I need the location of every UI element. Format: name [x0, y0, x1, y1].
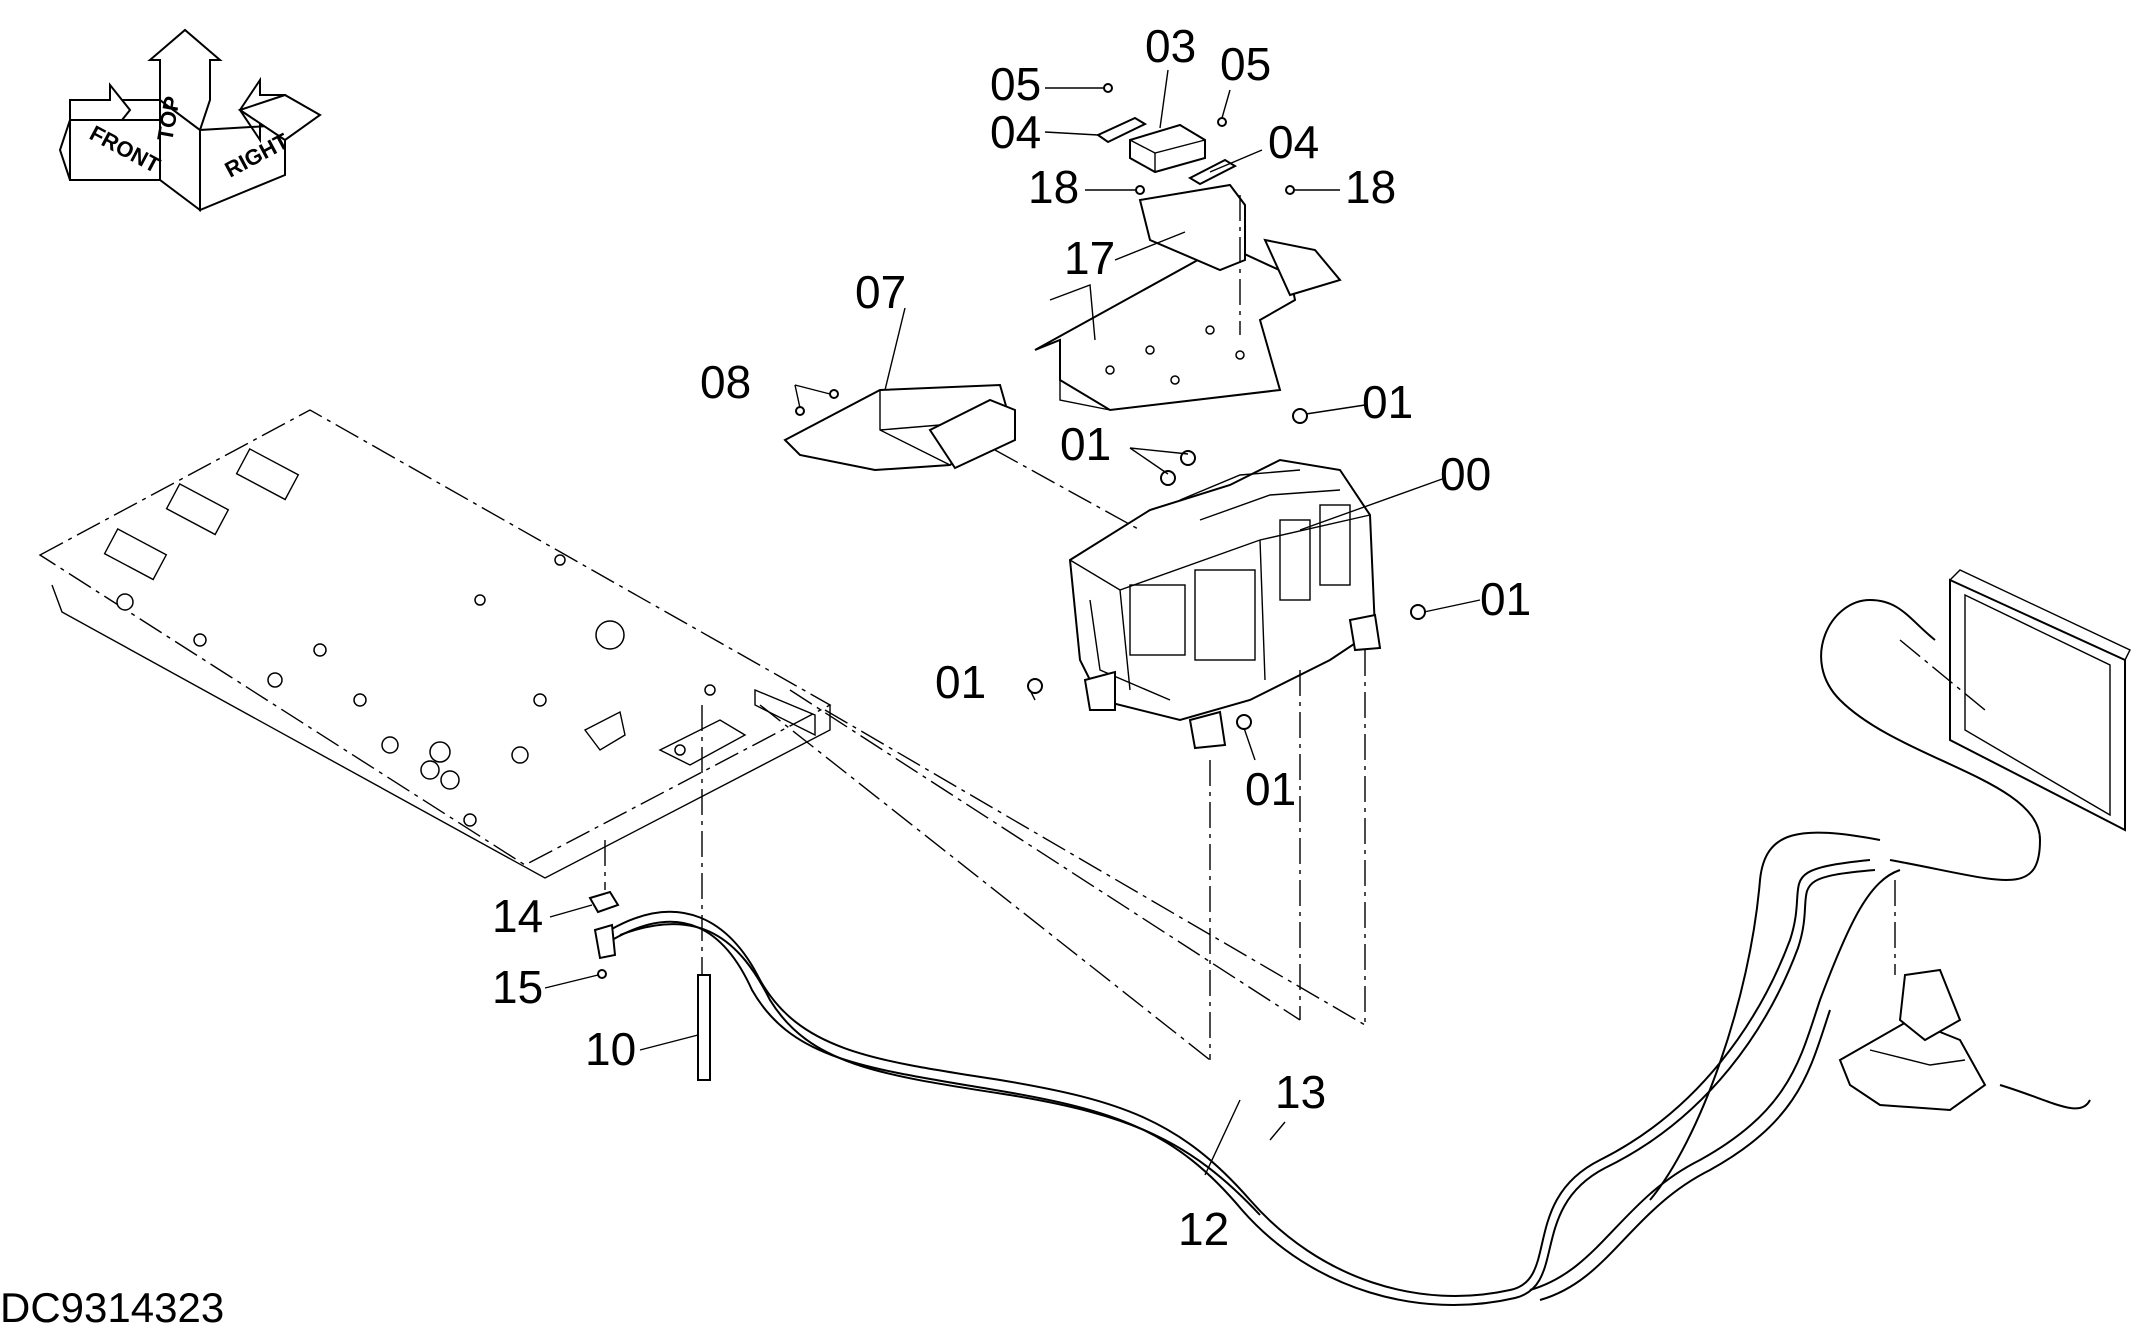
callout-14: 14 [492, 890, 543, 942]
callout-12: 12 [1178, 1203, 1229, 1255]
callout-05-left: 05 [990, 58, 1041, 110]
orientation-symbol: FRONT TOP RIGHT [58, 28, 322, 212]
hvac-unit [1068, 458, 1382, 750]
callout-01-right: 01 [1480, 573, 1531, 625]
callout-01-bottom: 01 [1245, 763, 1296, 815]
callout-18-left: 18 [1028, 161, 1079, 213]
callout-01-left: 01 [935, 656, 986, 708]
control-unit [1095, 116, 1238, 186]
floor-plate [38, 409, 832, 879]
callout-labels: 03 05 05 04 04 18 18 17 07 08 01 01 00 0… [492, 20, 1531, 1255]
callout-08: 08 [700, 356, 751, 408]
callout-10: 10 [585, 1023, 636, 1075]
condenser [1949, 569, 2131, 832]
callout-01-top-left: 01 [1060, 418, 1111, 470]
compressor [1838, 968, 1987, 1112]
callout-18-right: 18 [1345, 161, 1396, 213]
callout-17: 17 [1064, 232, 1115, 284]
hose-clamp [588, 890, 620, 979]
callout-leaders [544, 69, 1481, 1176]
callout-04-left: 04 [990, 106, 1041, 158]
refrigerant-hoses [609, 598, 2091, 1306]
document-id: DC9314323 [0, 1284, 224, 1331]
callout-03: 03 [1145, 20, 1196, 72]
callout-07: 07 [855, 266, 906, 318]
callout-01-top-right: 01 [1362, 376, 1413, 428]
screws [795, 83, 1426, 730]
callout-05-right: 05 [1220, 38, 1271, 90]
mounting-bracket [1034, 183, 1342, 412]
callout-13: 13 [1275, 1066, 1326, 1118]
air-duct [783, 383, 1016, 472]
callout-00: 00 [1440, 448, 1491, 500]
stand-pipe [697, 974, 711, 1081]
callout-15: 15 [492, 961, 543, 1013]
callout-04-right: 04 [1268, 116, 1319, 168]
assembly-lines [604, 195, 1986, 1061]
